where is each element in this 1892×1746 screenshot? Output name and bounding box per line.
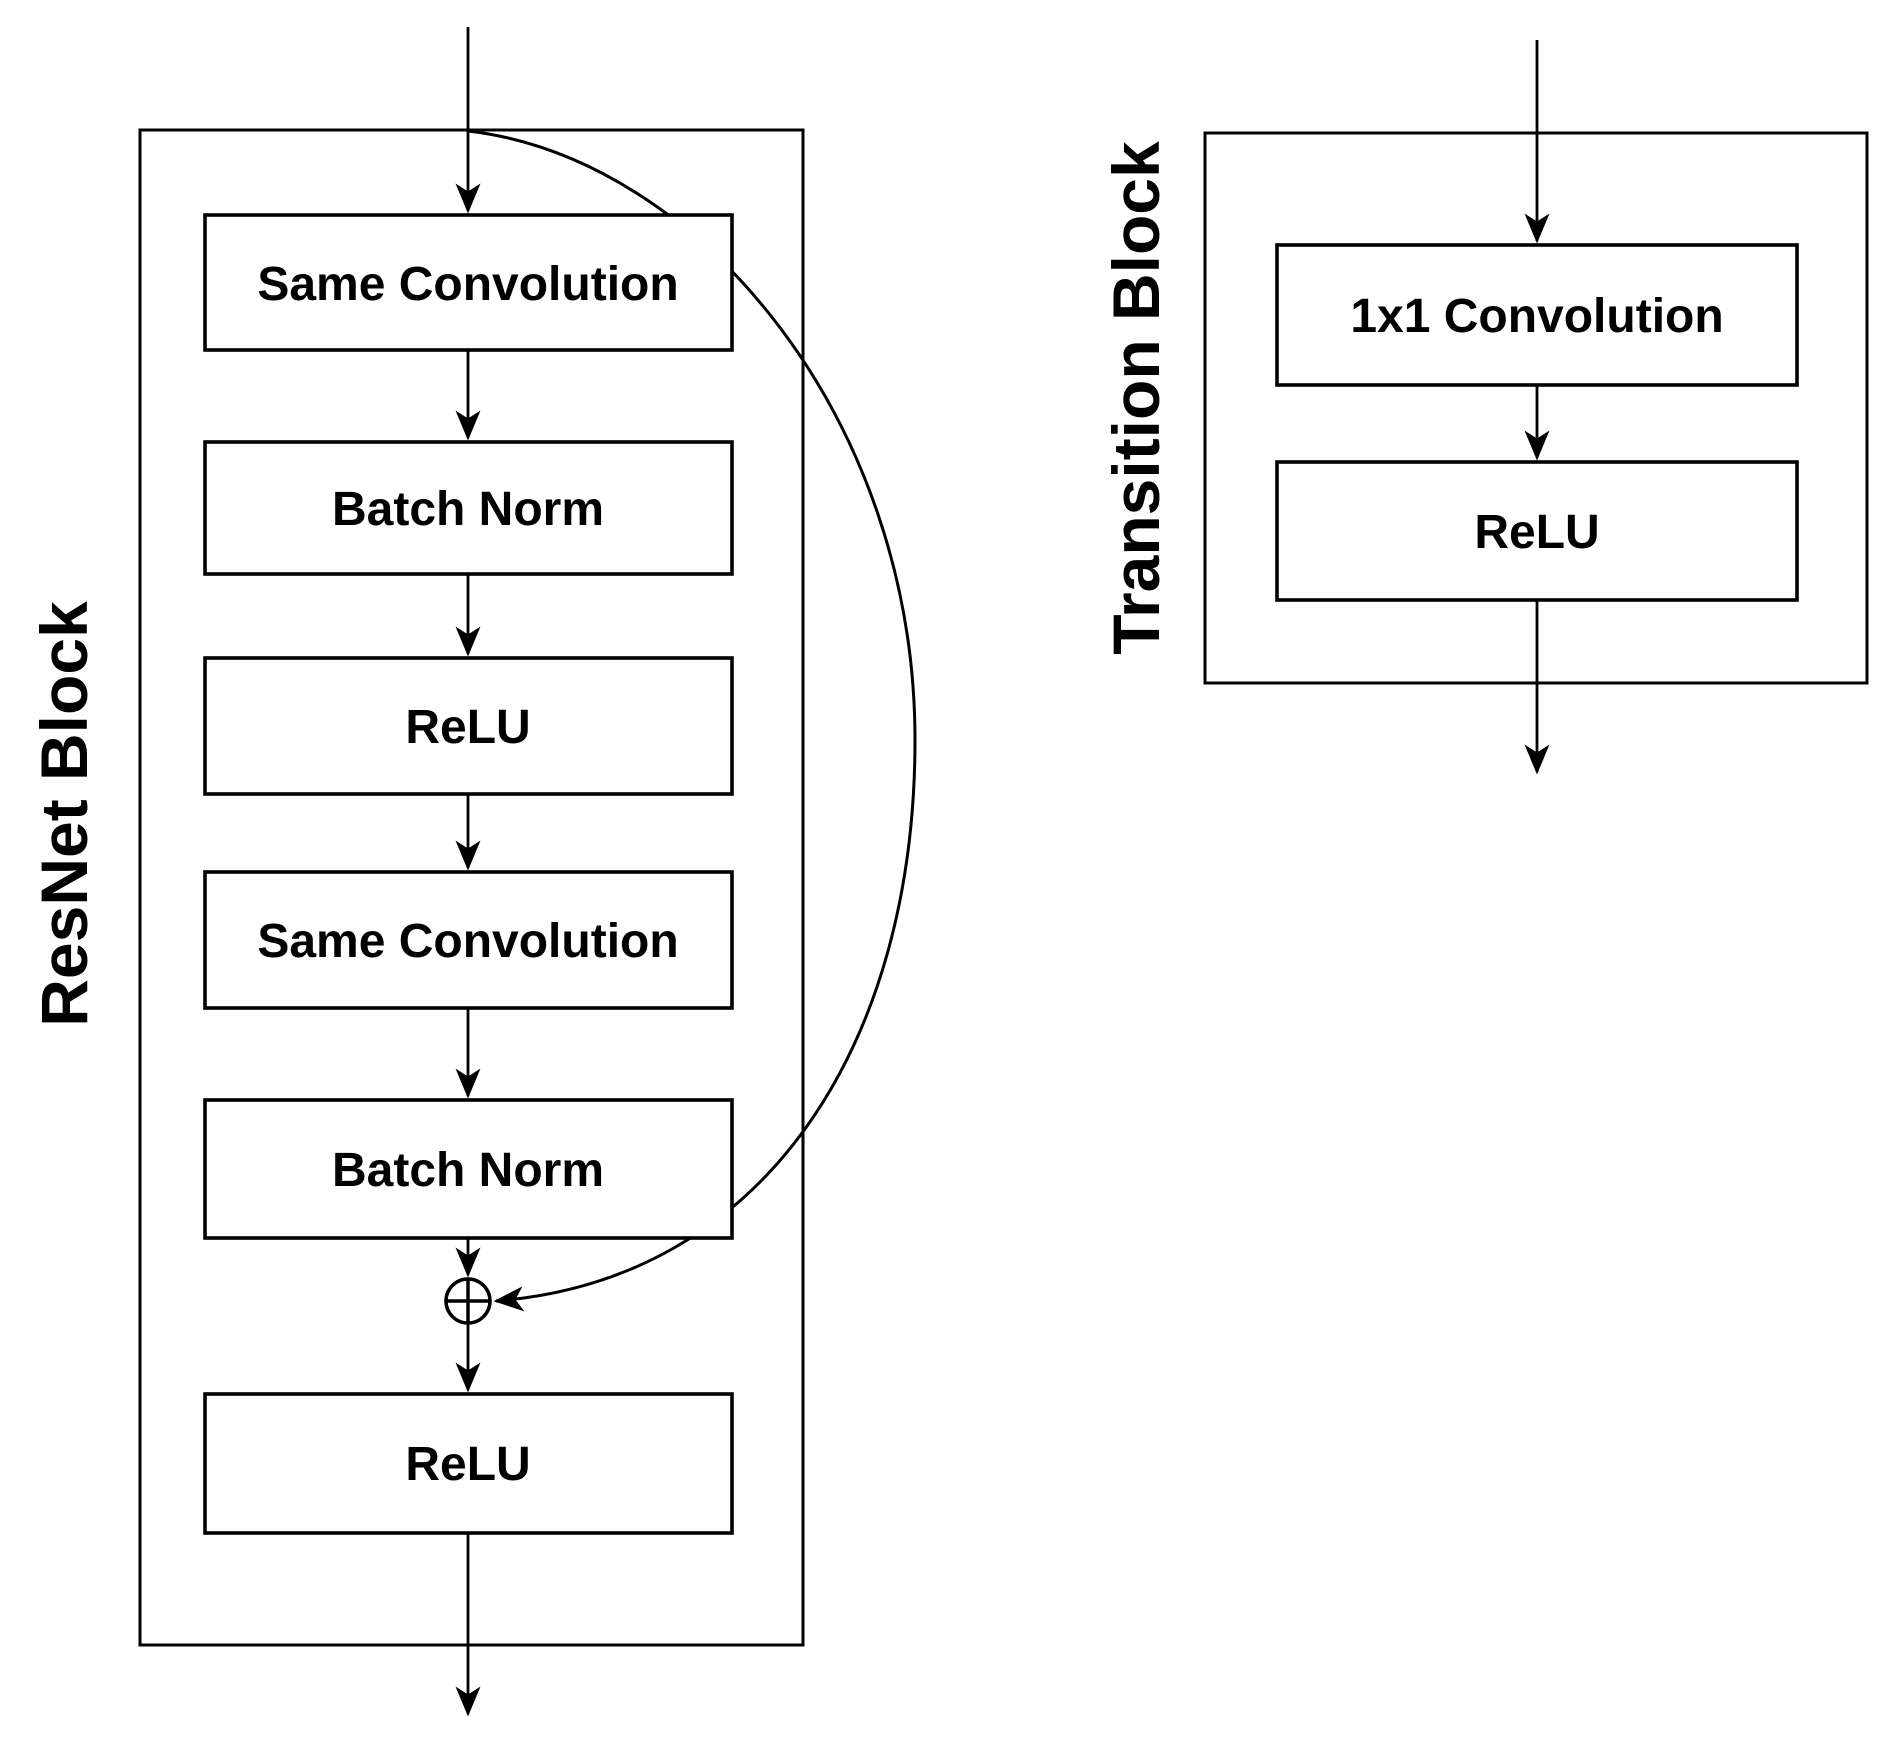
resnet-block-title: ResNet Block	[27, 601, 101, 1027]
layer-label: ReLU	[405, 1438, 530, 1491]
layer-label: Same Convolution	[257, 915, 678, 968]
layer-label: ReLU	[1474, 506, 1599, 559]
transition-layer-relu	[1275, 460, 1799, 602]
layer-label: Batch Norm	[332, 483, 604, 536]
resnet-layer-same-convolution-1	[203, 213, 734, 352]
transition-block: Transition Block 1x1 Convolution ReLU	[1099, 40, 1869, 775]
resnet-block-container	[138, 128, 805, 1647]
resnet-block: ResNet Block Same Convolution Batch Norm…	[27, 27, 917, 1717]
resnet-layer-relu-2	[203, 1392, 734, 1535]
layer-label: ReLU	[405, 701, 530, 754]
layer-label: Batch Norm	[332, 1144, 604, 1197]
layer-label: Same Convolution	[257, 258, 678, 311]
resnet-layer-batch-norm-1	[203, 440, 734, 576]
layer-label: 1x1 Convolution	[1350, 290, 1723, 343]
resnet-layer-relu-1	[203, 656, 734, 796]
transition-layer-1x1-convolution	[1275, 243, 1799, 387]
add-operator-icon	[444, 1277, 492, 1325]
resnet-layer-same-convolution-2	[203, 870, 734, 1010]
transition-block-title: Transition Block	[1099, 141, 1173, 655]
